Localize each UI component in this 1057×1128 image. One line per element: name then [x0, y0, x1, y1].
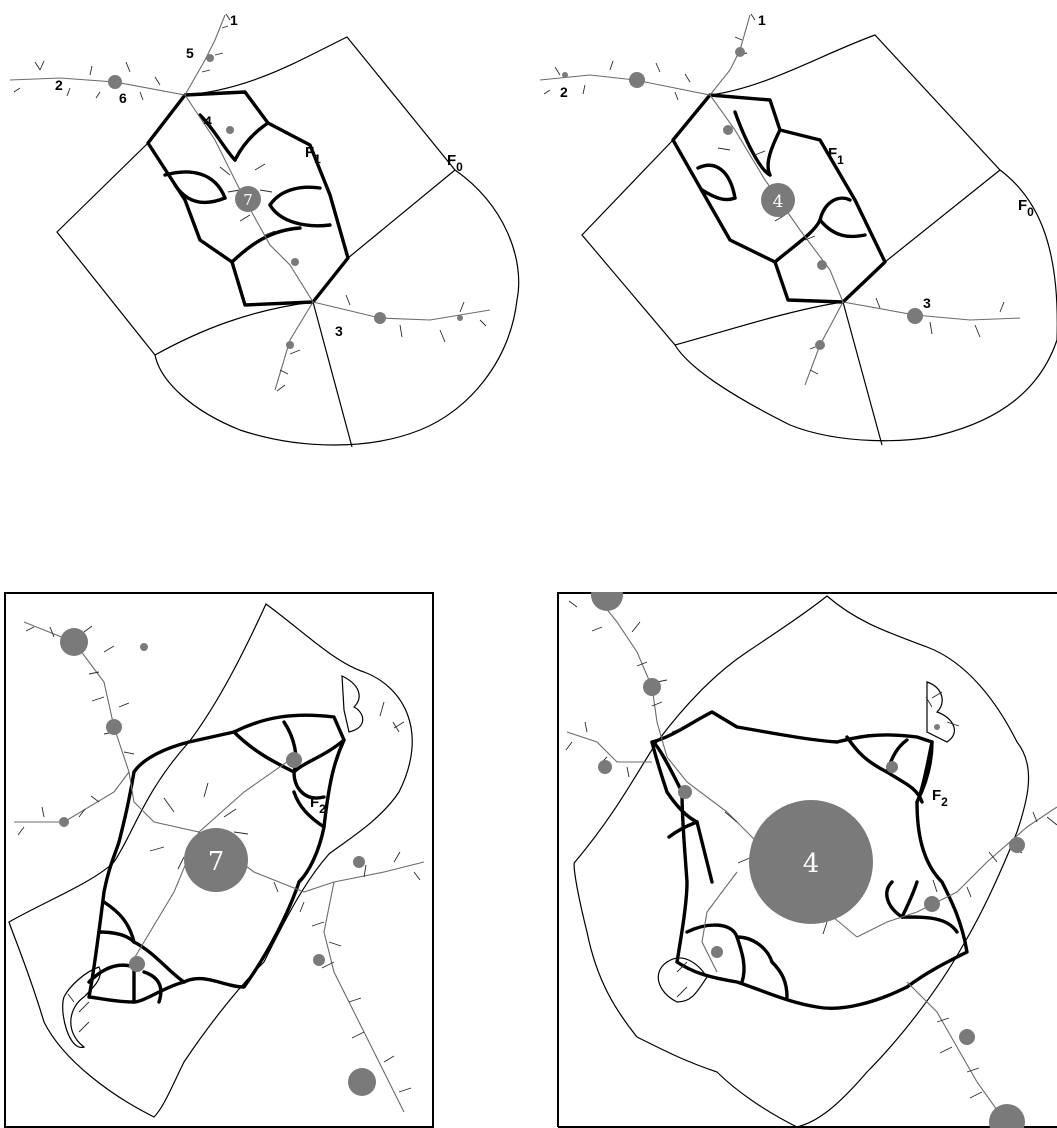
diagram-top-left: 7 1 5 2 6 4 3 F1 F0: [0, 0, 530, 470]
boundary-inner-3: [885, 170, 1000, 262]
blob-label: 4: [803, 849, 820, 879]
f1-inner-b: [768, 130, 780, 175]
boundary-inner-2: [843, 302, 882, 445]
f1-inner-a: [735, 112, 770, 175]
label-f0: F0: [1018, 197, 1034, 219]
label-f2: F2: [932, 787, 948, 809]
diagram-bottom-left: 7 F2: [4, 592, 434, 1128]
marker-4: 4: [204, 113, 212, 129]
f1-inner-e: [820, 198, 850, 220]
small-lobe-top: [927, 682, 954, 742]
boundary-inner-3: [313, 170, 455, 302]
panel-bottom-left: 7 F2: [4, 592, 434, 1128]
f2-inner-g: [99, 932, 134, 942]
f1-inner-e: [270, 187, 320, 205]
blob-label: 4: [773, 192, 784, 212]
f2-inner-d: [697, 822, 712, 882]
boundary-inner-2: [313, 302, 352, 447]
blob-label: 7: [208, 847, 225, 877]
marker-2: 2: [55, 77, 63, 93]
f1-inner-b: [235, 123, 268, 160]
diagram-bottom-right: 4 F2: [557, 592, 1057, 1128]
marker-1: 1: [230, 12, 238, 28]
f2-inner-i: [902, 882, 917, 917]
panel-top-right: 4 1 2 3 F1 F0: [530, 0, 1057, 470]
marker-3: 3: [335, 323, 343, 339]
marker-5: 5: [186, 45, 194, 61]
f1-inner-f: [270, 205, 330, 226]
marker-1: 1: [758, 12, 766, 28]
label-f1: F1: [305, 144, 321, 166]
marker-3: 3: [923, 295, 931, 311]
f2-inner-g: [887, 772, 922, 802]
f2-inner-k: [887, 882, 902, 917]
diagram-top-right: 4 1 2 3 F1 F0: [530, 0, 1057, 470]
f2-inner-e: [847, 737, 887, 772]
f2-inner-a: [234, 732, 294, 772]
f2-inner-j: [902, 917, 957, 932]
f2-inner-f: [104, 902, 134, 942]
panel-top-left: 7 1 5 2 6 4 3 F1 F0: [0, 0, 530, 470]
marker-2: 2: [560, 84, 568, 100]
f2-inner-l: [687, 925, 737, 937]
f1-inner-f: [820, 220, 865, 236]
small-lobe-top: [342, 676, 363, 732]
f2-inner-d: [294, 772, 324, 798]
boundary-f0: [582, 35, 1057, 441]
small-lobe-bottom: [63, 967, 101, 1047]
marker-6: 6: [119, 90, 127, 106]
f1-inner-g: [232, 228, 300, 262]
blob-label: 7: [243, 191, 253, 209]
panel-bottom-right: 4 F2: [557, 592, 1057, 1128]
label-f1: F1: [828, 145, 844, 167]
f2-inner-o: [772, 962, 787, 997]
boundary-inner-1: [675, 302, 843, 345]
f2-inner-m: [737, 937, 744, 982]
